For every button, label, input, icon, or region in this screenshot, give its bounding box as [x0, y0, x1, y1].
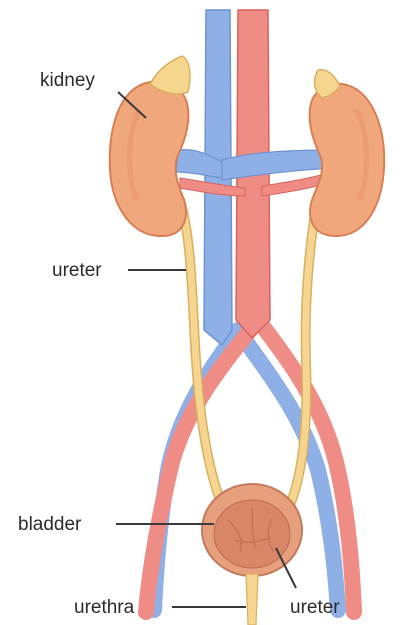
- left-kidney: [110, 82, 189, 236]
- ureter-bottom-label: ureter: [290, 597, 340, 618]
- urethra: [246, 574, 258, 625]
- ureter-left-label: ureter: [52, 260, 102, 281]
- left-adrenal-gland: [150, 56, 190, 94]
- kidney-label: kidney: [40, 70, 95, 91]
- bladder-label: bladder: [18, 514, 82, 535]
- urethra-label: urethra: [74, 597, 135, 618]
- right-kidney: [310, 84, 385, 236]
